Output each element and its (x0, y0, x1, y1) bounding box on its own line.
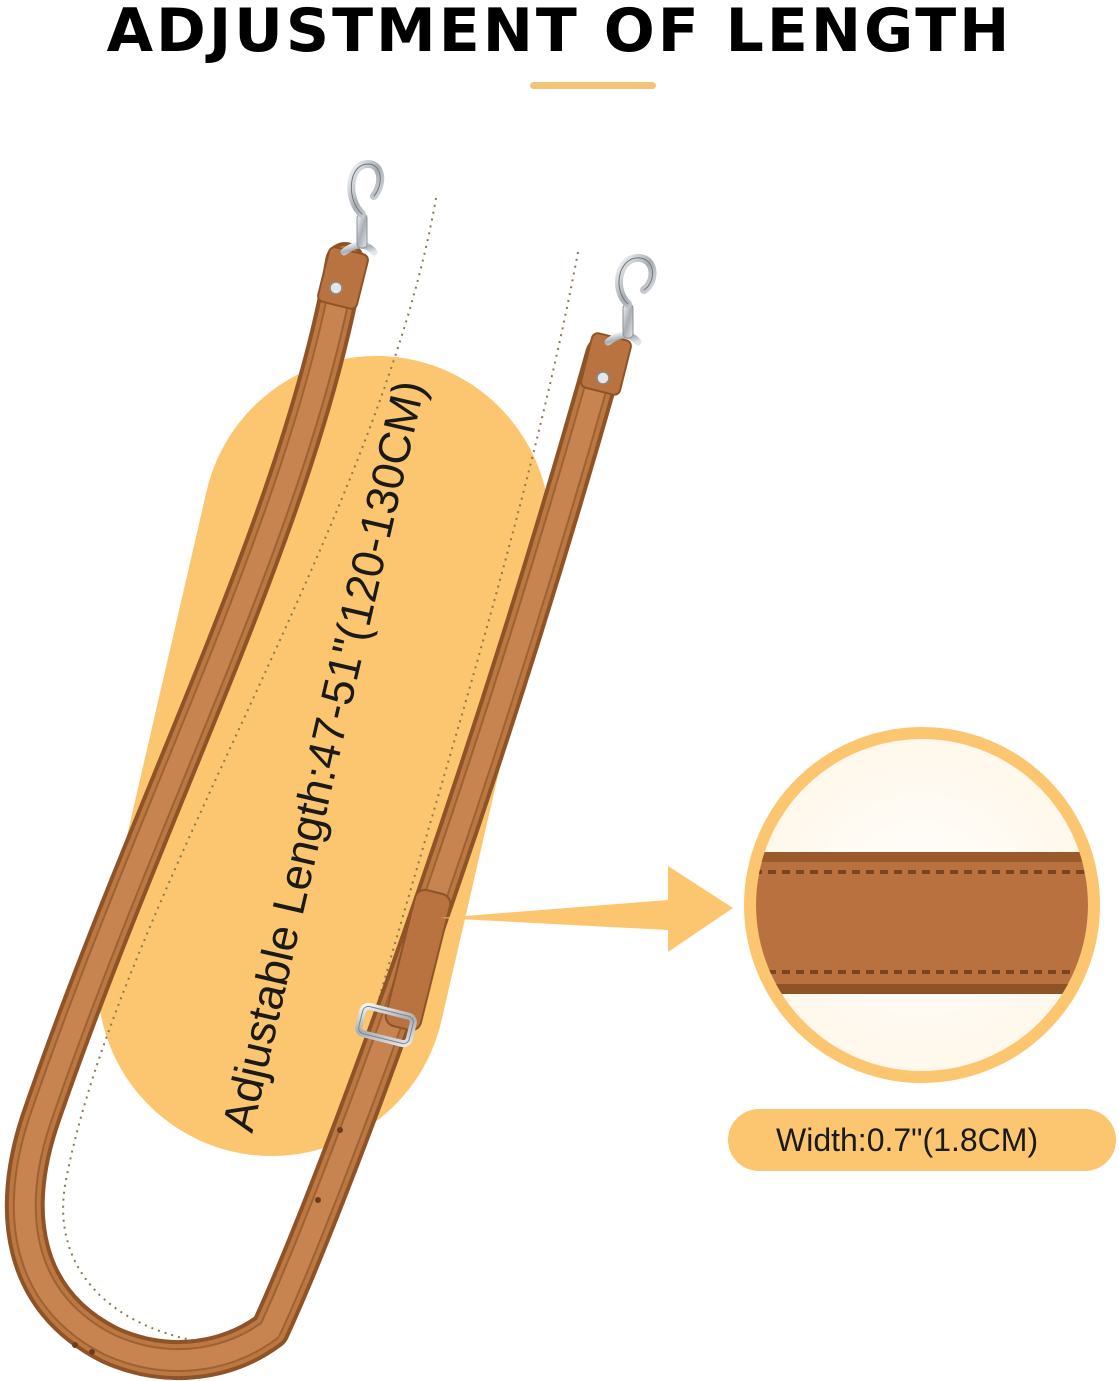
width-callout-pill (728, 1109, 1116, 1171)
length-guide-outer (62, 197, 437, 1346)
width-label: Width:0.7"(1.8CM) (776, 1122, 1039, 1158)
page-title: ADJUSTMENT OF LENGTH (106, 0, 1013, 66)
left-strap-end (317, 246, 369, 310)
arrow-right-icon (440, 866, 733, 952)
right-strap-end (580, 332, 632, 396)
swivel-snap-hook-icon (340, 159, 385, 256)
adjustment-tab (384, 888, 452, 1032)
title-underline (530, 82, 656, 89)
swivel-snap-hook-icon (604, 254, 657, 346)
strap-buckle-icon (355, 1002, 417, 1048)
zoom-detail-circle (744, 727, 1100, 1083)
